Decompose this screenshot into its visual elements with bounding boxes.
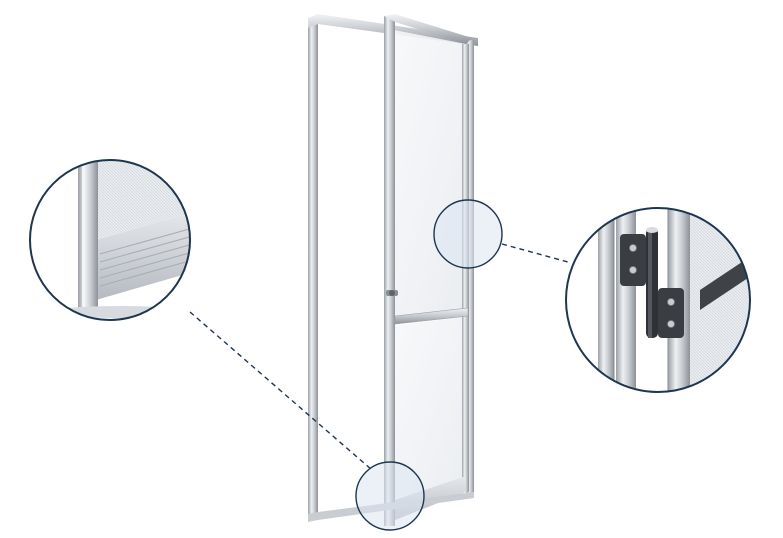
frame-right-jamb <box>466 40 474 498</box>
door-mesh-lower <box>394 316 466 518</box>
door-assembly <box>308 14 478 526</box>
hinge-highlight-circle <box>433 199 503 269</box>
detail-circle-bottom <box>29 159 191 321</box>
leader-line-left <box>189 311 373 471</box>
frame-left-jamb <box>308 22 318 518</box>
door-mid-rail <box>394 307 469 325</box>
door-hinge-stile <box>384 16 395 526</box>
detail-circle-hinge <box>565 207 751 393</box>
leader-line-right <box>501 243 569 263</box>
door-mesh-upper <box>394 30 466 320</box>
screw-icon <box>629 244 675 328</box>
handle-knob-icon <box>386 290 398 296</box>
bottom-highlight-circle <box>355 461 425 531</box>
door-top-rail <box>384 14 472 44</box>
